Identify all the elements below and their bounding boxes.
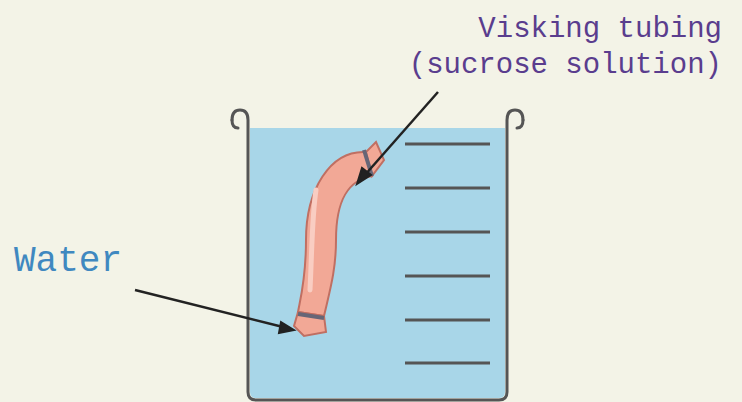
water	[250, 128, 505, 398]
water-label: Water	[14, 242, 122, 282]
leader-line	[135, 290, 283, 327]
arrowhead	[279, 322, 294, 333]
visking-tubing	[294, 142, 384, 336]
arrowhead	[357, 168, 371, 184]
graduation-marks	[405, 144, 490, 363]
leader-line	[364, 92, 438, 176]
tubing-label: (sucrose solution)	[409, 50, 722, 82]
beaker-outline	[232, 110, 523, 400]
tubing-label: Visking tubing	[478, 14, 722, 46]
